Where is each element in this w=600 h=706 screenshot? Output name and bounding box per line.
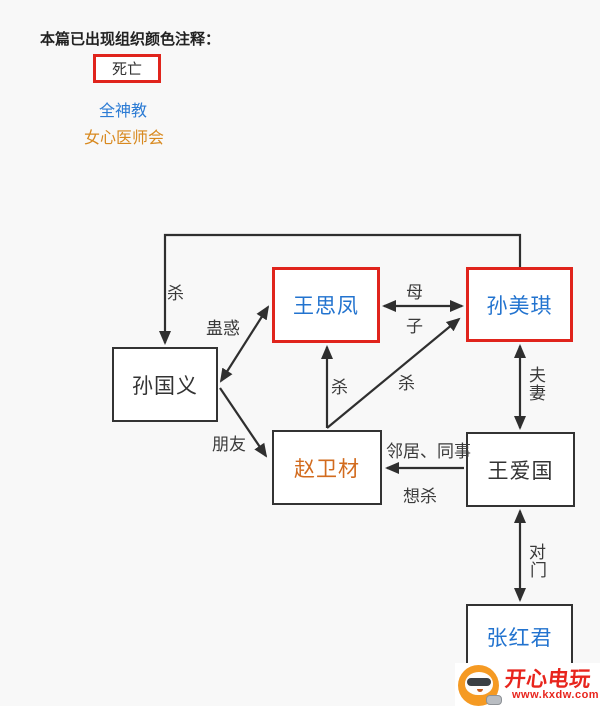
edge-label-fu: 夫	[529, 366, 546, 385]
edge-guhuo-sunguoyi-wangsifeng	[219, 305, 270, 383]
node-label: 张红君	[486, 627, 553, 650]
watermark: 开心电玩 www.kxdw.com	[455, 663, 600, 706]
edge-label-sha-diag: 杀	[398, 374, 415, 393]
edge-label-mu: 母	[406, 283, 423, 302]
node-label: 孙国义	[132, 374, 198, 398]
edge-label-dui: 对	[529, 543, 546, 562]
legend-org-nvxinyishihui: 女心医师会	[84, 130, 165, 147]
watermark-mascot-icon	[458, 665, 502, 706]
node-zhang-hongjun: 张红君	[466, 604, 573, 670]
edge-label-xiangsha: 想杀	[403, 487, 437, 506]
node-sun-guoyi: 孙国义	[112, 347, 218, 422]
node-wang-aiguo: 王爱国	[466, 432, 575, 507]
legend-title: 本篇已出现组织颜色注释：	[40, 31, 221, 48]
node-label: 孙美琪	[486, 294, 553, 318]
legend-org-quanshenjiao: 全神教	[99, 103, 148, 120]
sunglasses-icon	[467, 678, 491, 686]
edge-label-sha-top: 杀	[167, 284, 184, 303]
legend-death-label: 死亡	[111, 61, 142, 78]
edge-sha-zhaoweicai-sunmeiqi	[326, 317, 461, 429]
edge-pengyou-sunguoyi-zhaoweicai	[219, 387, 268, 458]
edge-label-pengyou: 朋友	[212, 435, 246, 454]
node-label: 王爱国	[487, 459, 554, 483]
node-zhao-weicai: 赵卫材	[272, 430, 382, 505]
node-sun-meiqi: 孙美琪	[466, 267, 573, 342]
edge-label-zi: 子	[406, 317, 423, 336]
edge-label-qi: 妻	[529, 384, 546, 403]
edge-label-guhuo: 蛊惑	[206, 319, 240, 338]
node-wang-sifeng: 王思凤	[272, 267, 380, 343]
node-label: 赵卫材	[294, 457, 360, 481]
legend-death-box: 死亡	[93, 54, 161, 83]
node-label: 王思凤	[293, 295, 359, 318]
edge-label-men: 门	[530, 561, 547, 580]
gamepad-icon	[486, 695, 502, 705]
edge-label-linju-tongshi: 邻居、同事	[386, 442, 471, 461]
edge-sha-sunmeiqi-sunguoyi	[159, 233, 522, 345]
watermark-url: www.kxdw.com	[512, 689, 600, 701]
edge-label-sha-vert: 杀	[331, 378, 348, 397]
